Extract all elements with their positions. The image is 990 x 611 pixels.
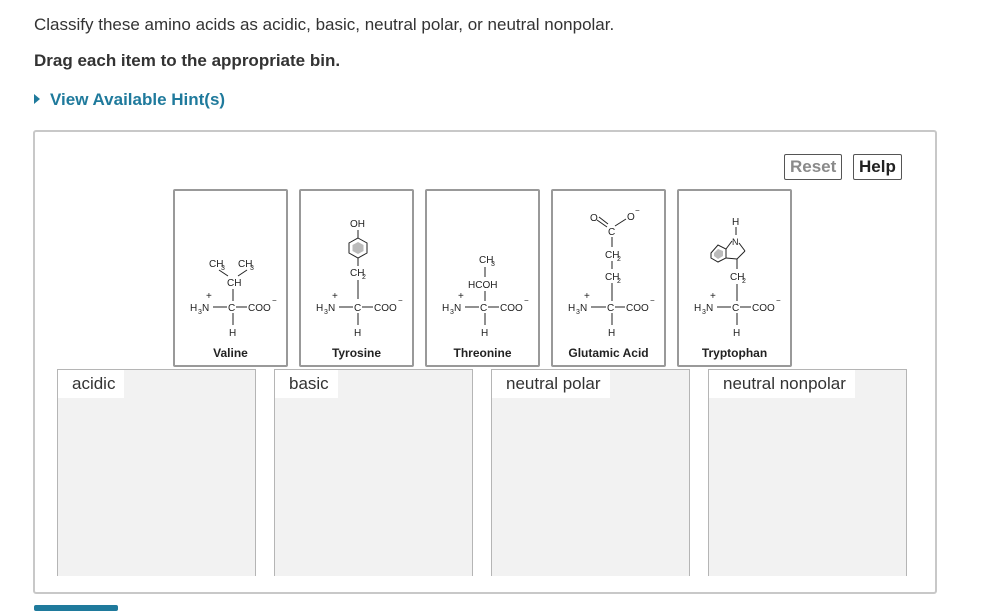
svg-text:COO: COO [626,303,649,314]
svg-text:COO: COO [248,303,271,314]
svg-text:−: − [524,296,529,305]
svg-text:3: 3 [450,309,454,316]
svg-text:O: O [590,213,598,224]
svg-text:3: 3 [576,309,580,316]
svg-text:CH: CH [209,259,223,270]
svg-text:H: H [733,328,740,339]
svg-text:OH: OH [350,219,365,230]
svg-text:3: 3 [324,309,328,316]
svg-text:H: H [316,303,323,314]
svg-text:C: C [228,303,235,314]
svg-text:N: N [706,303,713,314]
svg-text:N: N [202,303,209,314]
card-label: Tyrosine [331,346,382,360]
svg-text:H: H [190,303,197,314]
svg-text:HCOH: HCOH [468,280,497,291]
svg-text:3: 3 [702,309,706,316]
svg-text:CH: CH [605,272,619,283]
svg-text:2: 2 [617,256,621,263]
svg-text:H: H [354,328,361,339]
svg-text:N: N [580,303,587,314]
svg-text:−: − [776,296,781,305]
svg-text:−: − [398,296,403,305]
svg-text:H: H [229,328,236,339]
svg-text:COO: COO [374,303,397,314]
svg-text:C: C [608,227,615,238]
svg-text:N: N [328,303,335,314]
svg-text:−: − [272,296,277,305]
svg-text:C: C [480,303,487,314]
svg-text:N: N [732,237,739,247]
view-hints-link[interactable]: View Available Hint(s) [34,90,225,110]
question-task: Drag each item to the appropriate bin. [34,51,341,70]
svg-text:N: N [454,303,461,314]
svg-text:2: 2 [617,278,621,285]
svg-text:CH: CH [730,272,744,283]
svg-text:H: H [481,328,488,339]
bin-acidic[interactable]: acidic [57,369,256,576]
svg-text:CH: CH [605,250,619,261]
bin-label: neutral polar [492,370,610,398]
svg-text:+: + [710,291,716,302]
submit-button-edge[interactable] [34,605,118,611]
bin-basic[interactable]: basic [274,369,473,576]
view-hints-label: View Available Hint(s) [50,90,226,109]
svg-text:CH: CH [479,255,493,266]
bin-label: neutral nonpolar [709,370,855,398]
svg-text:3: 3 [250,265,254,272]
svg-text:CH: CH [227,278,241,289]
svg-text:+: + [458,291,464,302]
bin-neutral-nonpolar[interactable]: neutral nonpolar [708,369,907,576]
svg-text:3: 3 [198,309,202,316]
bin-neutral-polar[interactable]: neutral polar [491,369,690,576]
card-label: Threonine [453,346,512,360]
svg-text:CH: CH [238,259,252,270]
bin-label: acidic [58,370,125,398]
card-label: Glutamic Acid [568,346,649,360]
svg-text:C: C [732,303,739,314]
svg-text:O: O [627,212,635,223]
svg-text:H: H [568,303,575,314]
triangle-right-icon [34,93,40,104]
svg-text:−: − [650,296,655,305]
svg-text:C: C [607,303,614,314]
svg-text:H: H [694,303,701,314]
svg-text:+: + [206,291,212,302]
reset-button[interactable]: Reset [784,154,843,180]
svg-text:H: H [732,217,739,228]
svg-text:CH: CH [350,268,364,279]
svg-text:3: 3 [491,261,495,268]
svg-text:H: H [442,303,449,314]
svg-text:3: 3 [221,265,225,272]
svg-text:+: + [584,291,590,302]
card-label: Tryptophan [701,346,768,360]
svg-text:−: − [635,206,640,215]
svg-text:C: C [354,303,361,314]
card-label: Valine [213,346,248,360]
question-instruction: Classify these amino acids as acidic, ba… [34,15,615,34]
svg-text:COO: COO [500,303,523,314]
svg-text:H: H [608,328,615,339]
bin-label: basic [275,370,338,398]
svg-text:2: 2 [362,274,366,281]
help-button[interactable]: Help [853,154,902,180]
svg-text:COO: COO [752,303,775,314]
svg-text:2: 2 [742,278,746,285]
svg-text:+: + [332,291,338,302]
